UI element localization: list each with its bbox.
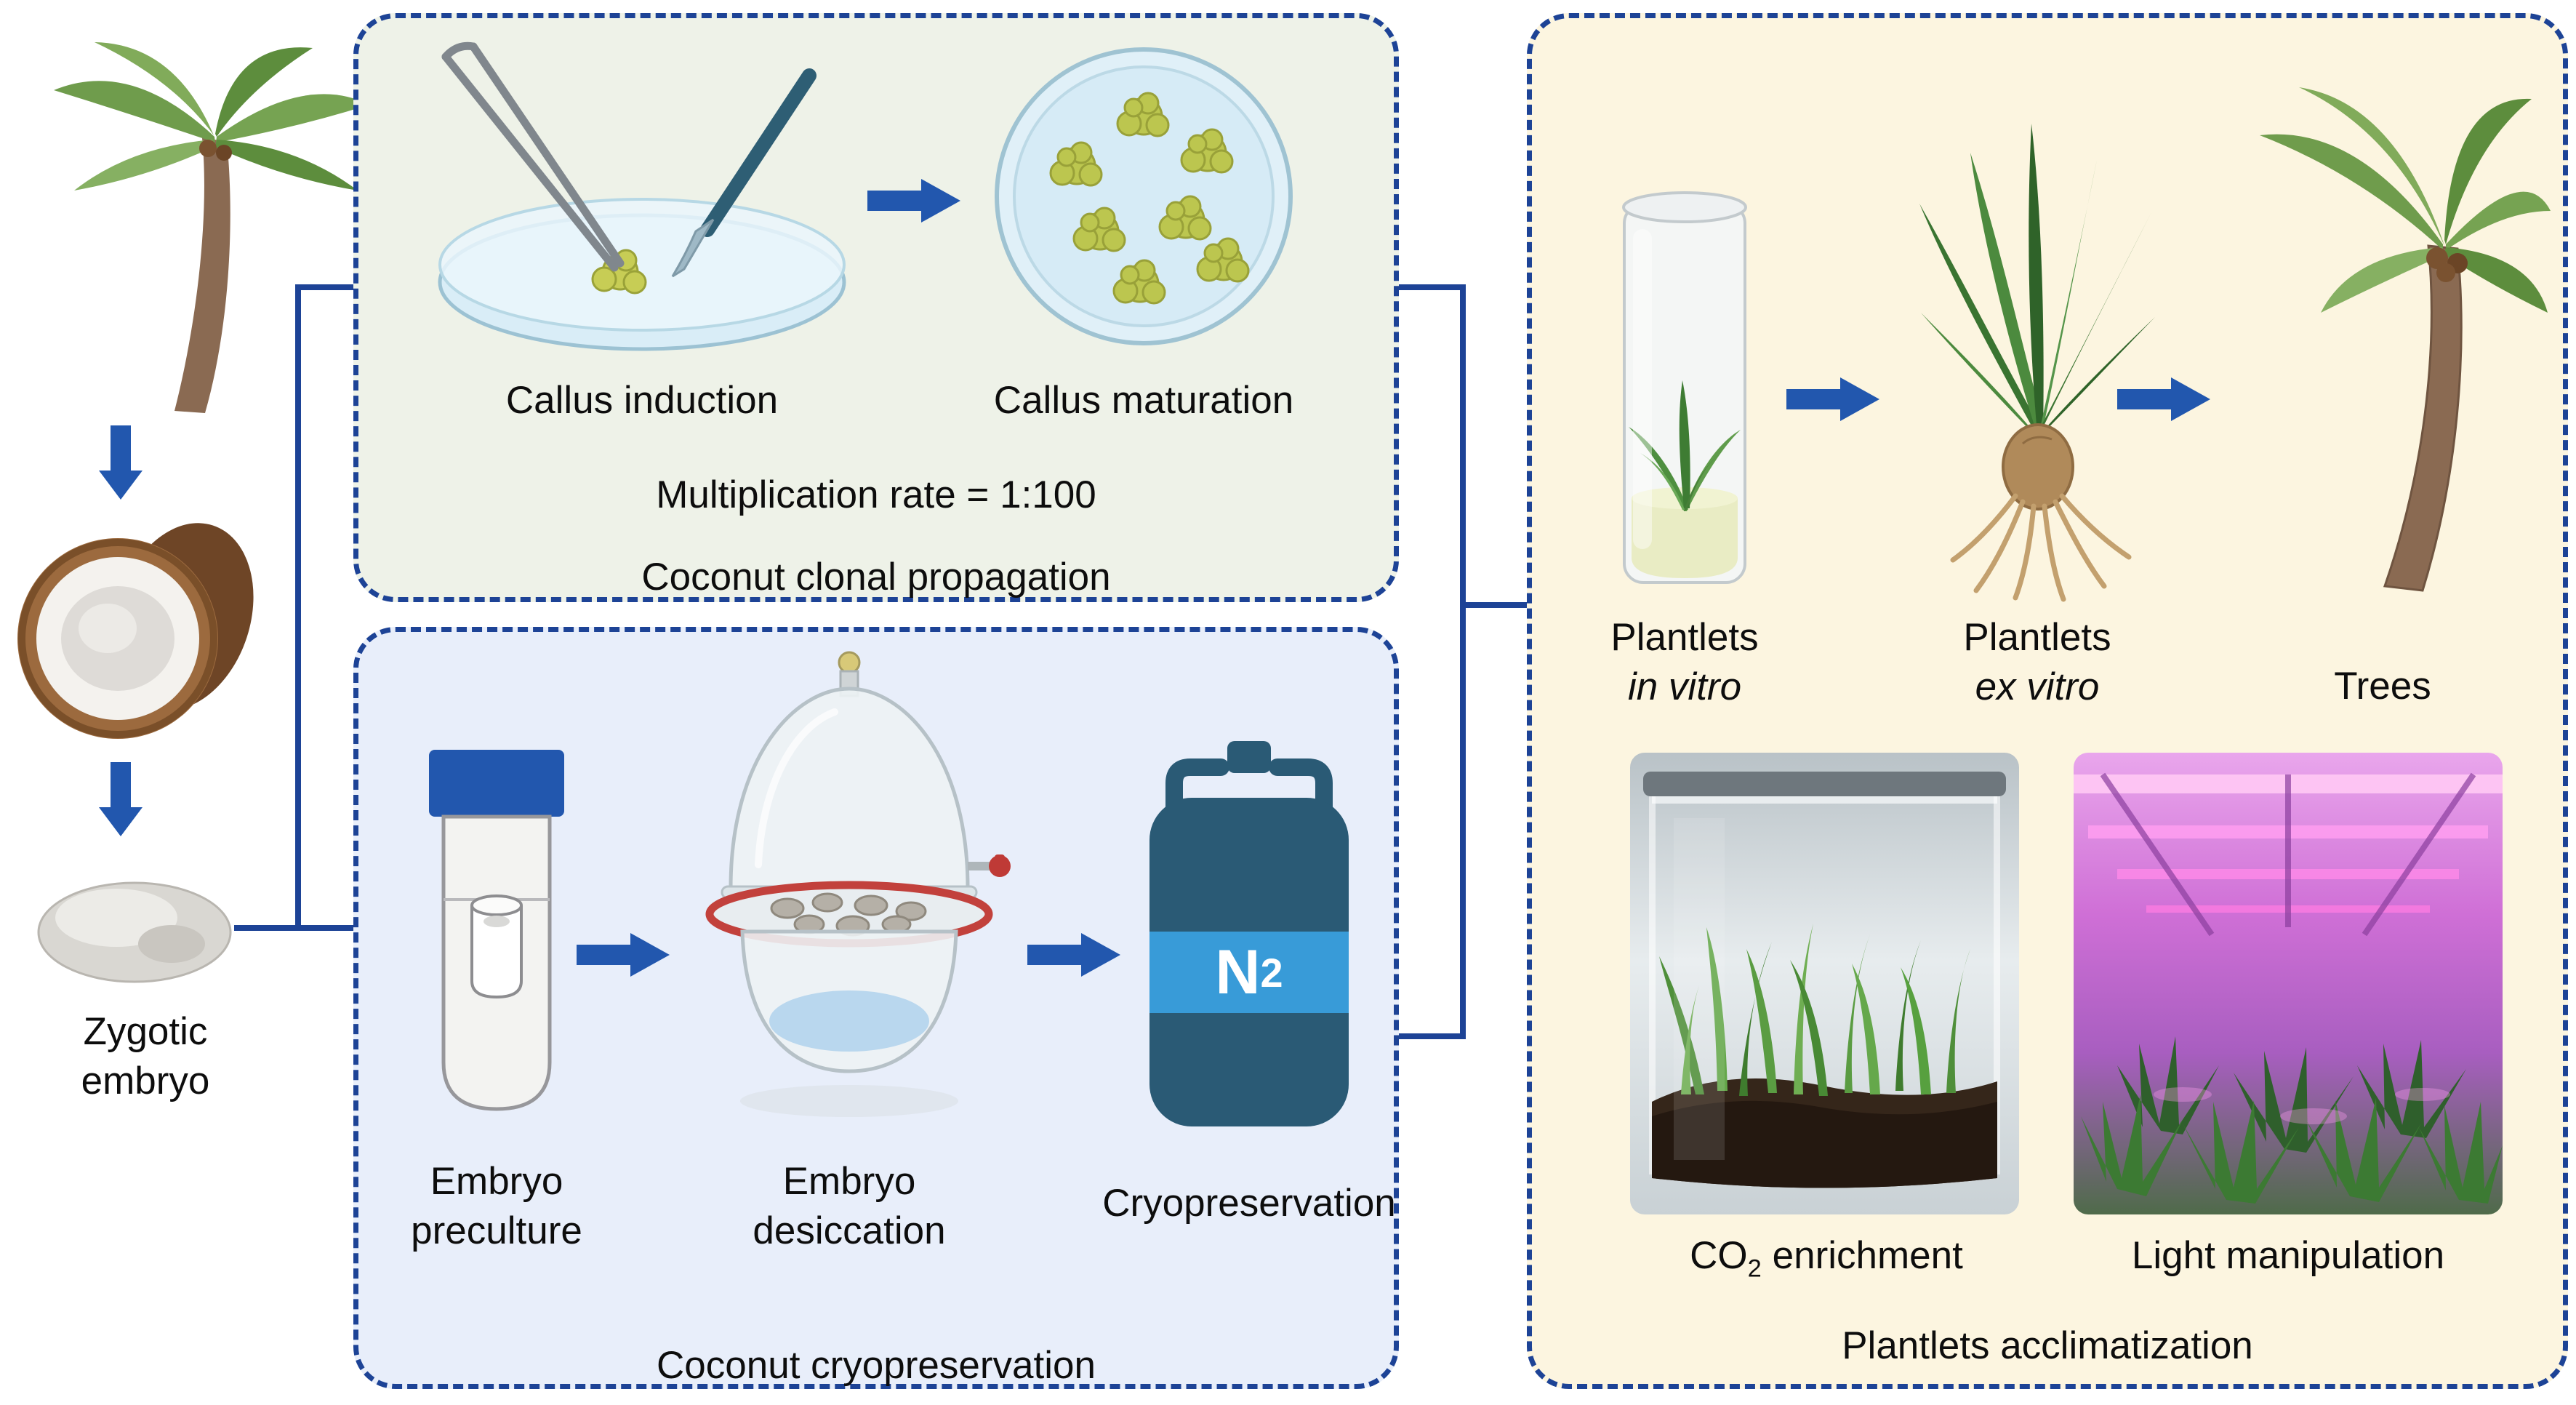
clonal-panel-title: Coconut clonal propagation (641, 556, 1111, 599)
cryopreservation-label: Cryopreservation (1102, 1182, 1396, 1225)
clonal-panel: Callus induction Callus maturation Multi… (353, 13, 1399, 602)
embryo-preculture-icon (420, 748, 573, 1126)
light-manipulation-photo (2074, 753, 2503, 1214)
plantlets-ex-vitro-label: Plantlets ex vitro (1963, 616, 2111, 708)
acclim-panel: Plantlets in vitro Plantlets ex vitro Tr… (1527, 13, 2568, 1389)
callus-induction-icon (402, 36, 853, 356)
down-arrow-icon (95, 762, 147, 838)
callus-maturation-icon (991, 44, 1296, 349)
cryo-panel-title: Coconut cryopreservation (657, 1344, 1096, 1387)
embryo-desiccation-label: Embryo desiccation (753, 1160, 946, 1252)
plantlet-ex-vitro-icon (1906, 95, 2168, 604)
palm-tree-icon (36, 29, 385, 422)
light-manipulation-label: Light manipulation (2131, 1234, 2445, 1277)
zygotic-embryo-icon (29, 865, 240, 989)
down-arrow-icon (95, 425, 147, 501)
acclim-panel-title: Plantlets acclimatization (1842, 1324, 2253, 1367)
right-arrow-icon (2117, 373, 2212, 425)
embryo-desiccation-icon (686, 647, 1013, 1148)
trees-label: Trees (2334, 665, 2431, 708)
right-arrow-icon (867, 175, 962, 227)
right-arrow-icon (1786, 373, 1881, 425)
callus-induction-label: Callus induction (505, 379, 779, 422)
plantlet-in-vitro-icon (1608, 185, 1761, 600)
callus-maturation-label: Callus maturation (993, 379, 1294, 422)
right-arrow-icon (577, 929, 671, 981)
plantlets-in-vitro-label: Plantlets in vitro (1610, 616, 1759, 708)
zygotic-embryo-label: Zygotic embryo (81, 1010, 210, 1102)
co2-chamber-photo (1630, 753, 2019, 1214)
embryo-preculture-label: Embryo preculture (411, 1160, 582, 1252)
coconut-icon (15, 509, 254, 749)
multiplication-rate-note: Multiplication rate = 1:100 (656, 473, 1096, 516)
right-arrow-icon (1027, 929, 1122, 981)
palm-tree-large-icon (2212, 73, 2553, 604)
